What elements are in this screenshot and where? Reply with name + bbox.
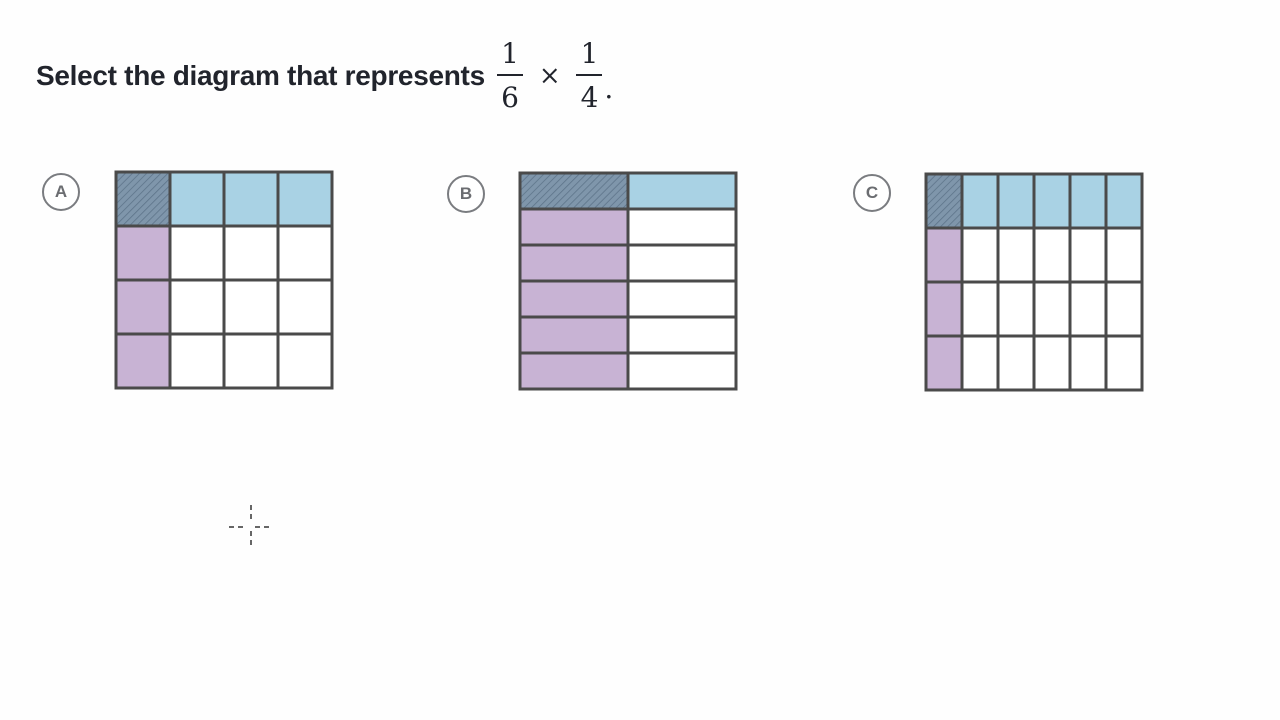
choice-c-cell-empty: [1068, 280, 1108, 338]
choice-a-cell-empty: [168, 332, 226, 390]
choice-b-cell-empty: [626, 315, 738, 355]
fraction-one-sixth: 1 6: [496, 37, 523, 114]
choice-b-cell-empty: [626, 207, 738, 247]
choice-a-cell-empty: [276, 332, 334, 390]
choice-a-cell-row-shaded: [276, 170, 334, 228]
choice-b-area-model: [518, 171, 738, 391]
choice-a-area-model: [114, 170, 334, 390]
choice-c-cell-column-shaded: [924, 334, 964, 392]
choice-a-cell-empty: [276, 224, 334, 282]
choice-b-cell-column-shaded: [518, 315, 630, 355]
choice-c-cell-empty: [1032, 334, 1072, 392]
choice-b-cell-empty: [626, 351, 738, 391]
choice-a-cell-empty: [222, 332, 280, 390]
choice-b-cell-empty: [626, 279, 738, 319]
choice-a-cell-column-shaded: [114, 332, 172, 390]
choice-c-letter-badge: C: [853, 174, 891, 212]
choice-c-cell-column-shaded: [924, 280, 964, 338]
choice-a-cell-row-shaded: [222, 170, 280, 228]
choice-a-cell-empty: [276, 278, 334, 336]
choice-c-cell-empty: [1104, 226, 1144, 284]
fraction-denominator: 6: [501, 80, 519, 114]
choice-c-cell-row-shaded: [1068, 172, 1108, 230]
choice-c-cell-row-shaded: [1032, 172, 1072, 230]
choice-b-cell-empty: [626, 243, 738, 283]
question-period: .: [604, 71, 613, 105]
choice-c-cell-row-shaded: [996, 172, 1036, 230]
choice-b-cell-column-shaded: [518, 207, 630, 247]
choice-c-cell-empty: [1068, 226, 1108, 284]
fraction-numerator: 1: [501, 37, 519, 71]
choice-b-letter-badge: B: [447, 175, 485, 213]
choice-c-cell-row-shaded: [960, 172, 1000, 230]
choice-a-cell-column-shaded: [114, 278, 172, 336]
choice-c-cell-empty: [1068, 334, 1108, 392]
choice-a-cell-empty: [222, 224, 280, 282]
choice-c-cell-column-shaded: [924, 226, 964, 284]
choice-a-cell-row-shaded: [168, 170, 226, 228]
choice-c-cell-empty: [1032, 280, 1072, 338]
choice-c-cell-overlap: [924, 172, 964, 230]
choice-c[interactable]: C: [852, 171, 1146, 393]
question-text: Select the diagram that represents: [36, 60, 485, 91]
choice-b-cell-row-shaded: [626, 171, 738, 211]
choice-c-cell-empty: [996, 280, 1036, 338]
choice-a-cell-column-shaded: [114, 224, 172, 282]
choice-a-letter-badge: A: [42, 173, 80, 211]
choice-a-cell-overlap: [114, 170, 172, 228]
choice-a-cell-empty: [168, 278, 226, 336]
choice-b-cell-column-shaded: [518, 279, 630, 319]
fraction-denominator: 4: [580, 80, 599, 114]
choice-c-cell-empty: [996, 226, 1036, 284]
fraction-bar: [496, 74, 523, 76]
choice-c-cell-row-shaded: [1104, 172, 1144, 230]
fraction-bar: [576, 74, 603, 76]
choice-c-cell-empty: [960, 280, 1000, 338]
fraction-numerator: 1: [580, 37, 599, 71]
choice-a-cell-empty: [222, 278, 280, 336]
fraction-one-fourth: 1 4: [576, 37, 603, 114]
choice-c-area-model: [924, 172, 1144, 392]
choice-b[interactable]: B: [446, 171, 740, 393]
choice-a[interactable]: A: [41, 170, 335, 392]
choice-c-cell-empty: [996, 334, 1036, 392]
choice-b-cell-column-shaded: [518, 351, 630, 391]
choice-c-cell-empty: [960, 334, 1000, 392]
choice-b-cell-column-shaded: [518, 243, 630, 283]
choice-c-cell-empty: [1104, 334, 1144, 392]
multiply-operator: ×: [538, 61, 561, 91]
choice-c-cell-empty: [1032, 226, 1072, 284]
choice-a-cell-empty: [168, 224, 226, 282]
crosshair-cursor-icon: [229, 505, 273, 549]
choice-c-cell-empty: [960, 226, 1000, 284]
question-prompt: Select the diagram that represents 1 6 ×…: [36, 28, 613, 124]
choice-b-cell-overlap: [518, 171, 630, 211]
choice-c-cell-empty: [1104, 280, 1144, 338]
